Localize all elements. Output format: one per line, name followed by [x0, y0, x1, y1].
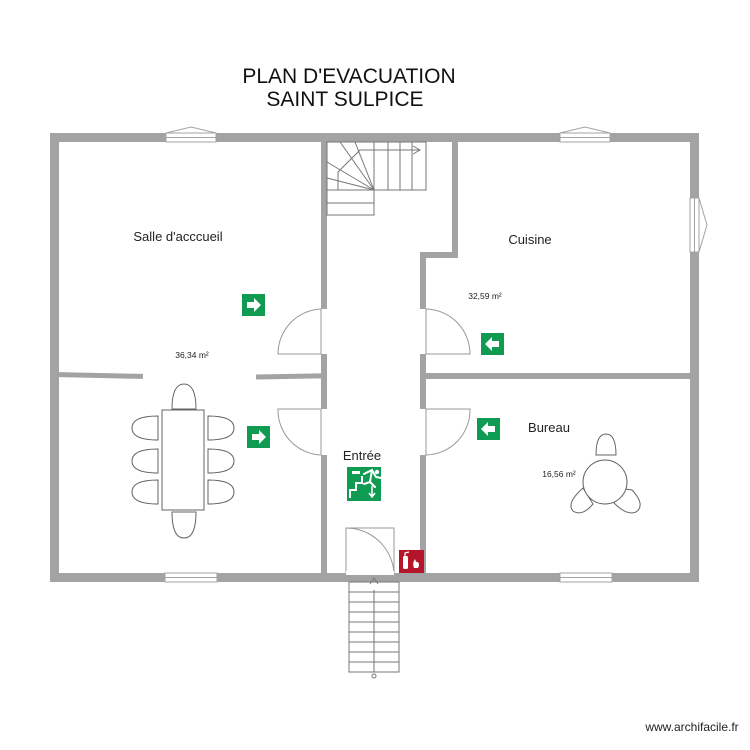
- room-area-cuisine: 32,59 m²: [468, 291, 502, 301]
- emergency-exit-icon: [347, 467, 382, 501]
- room-area-bureau: 16,56 m²: [542, 469, 576, 479]
- door-bureau: [425, 408, 471, 456]
- door-salle-lower: [277, 408, 322, 456]
- fire-extinguisher-icon: [399, 550, 424, 573]
- room-label-bureau: Bureau: [528, 420, 570, 435]
- windows: [164, 132, 700, 583]
- doors: [277, 308, 471, 574]
- interior-staircase: [326, 141, 427, 216]
- exterior-stairs: [348, 577, 400, 679]
- chairs: [131, 383, 235, 539]
- round-table: [570, 433, 641, 514]
- room-label-entree: Entrée: [343, 448, 381, 463]
- exit-arrow-left-icon: [477, 418, 500, 440]
- door-salle-upper: [277, 308, 322, 355]
- plan-title-line1: PLAN D'EVACUATION: [242, 65, 455, 88]
- exit-arrow-right-icon: [242, 294, 265, 316]
- walls: [50, 133, 699, 582]
- exit-arrow-left-icon: [481, 333, 504, 355]
- room-label-salle: Salle d'acccueil: [133, 229, 222, 244]
- watermark: www.archifacile.fr: [644, 720, 738, 734]
- door-entrance: [345, 527, 395, 574]
- door-cuisine: [425, 308, 471, 355]
- plan-title-line2: SAINT SULPICE: [266, 88, 423, 111]
- exit-arrow-right-icon: [247, 426, 270, 448]
- room-label-cuisine: Cuisine: [508, 232, 551, 247]
- room-area-salle: 36,34 m²: [175, 350, 209, 360]
- dining-table: [161, 409, 205, 511]
